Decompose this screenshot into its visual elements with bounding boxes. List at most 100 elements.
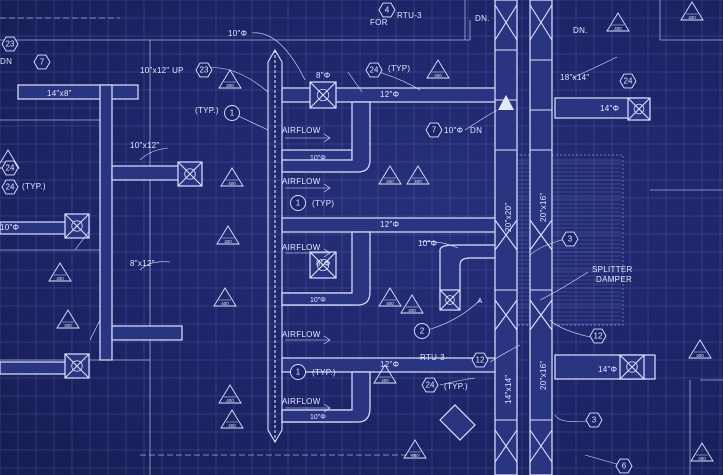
label-14-right: 14"Φ	[600, 104, 619, 113]
label-rtu3-mid: RTU-3	[420, 353, 445, 362]
diffuser-cfm-label: 400	[56, 276, 64, 281]
keynote-tag-24: 24	[1, 179, 19, 195]
label-10x12-up: 10"x12" UP	[140, 66, 184, 75]
svg-text:24: 24	[370, 66, 379, 75]
diffuser-cfm-label: 400	[688, 15, 696, 20]
diffuser-cfm-label: 400	[381, 378, 389, 383]
label-10-center: 10"Φ	[418, 239, 437, 248]
label-14x8: 14"x8"	[47, 89, 72, 98]
label-typ-b: (TYP)	[388, 64, 410, 73]
label-20x16: 20"x16"	[539, 192, 548, 222]
keynote-tag-1: 1	[290, 195, 306, 211]
diffuser-cfm-label: 400	[414, 179, 422, 184]
svg-text:7: 7	[432, 126, 437, 135]
diffuser-cfm-label: 400	[411, 453, 419, 458]
svg-text:24: 24	[6, 183, 15, 192]
svg-text:24: 24	[6, 164, 15, 173]
svg-text:23: 23	[200, 66, 209, 75]
keynote-tag-3: 3	[561, 231, 579, 247]
main-risers	[494, 0, 553, 475]
svg-text:7: 7	[40, 58, 45, 67]
keynote-tag-6: 6	[615, 458, 633, 474]
diffuser-triangle-4: 400	[213, 287, 237, 307]
keynote-tag-24: 24	[619, 73, 637, 89]
keynote-tag-23: 23	[195, 62, 213, 78]
diffuser-cfm-label: 400	[228, 181, 236, 186]
label-8-b: 8"Φ	[316, 259, 331, 268]
label-10-c: 10"Φ	[310, 414, 326, 421]
keynote-tag-24: 24	[365, 62, 383, 78]
svg-text:24: 24	[426, 381, 435, 390]
keynote-tag-7: 7	[33, 54, 51, 70]
diffuser-triangle-16: 400	[606, 12, 630, 32]
svg-text:12: 12	[594, 332, 603, 341]
label-14x14: 14"x14"	[504, 374, 513, 404]
branch-ducts	[0, 84, 656, 441]
label-dn-center: DN	[470, 126, 482, 135]
label-ref-a: A	[478, 298, 483, 305]
label-typ-e: (TYP.)	[444, 382, 468, 391]
svg-text:6: 6	[622, 462, 627, 471]
diffuser-symbols: 400 400 400 400 400 400 400 400 400 400 400 400 400 4…	[0, 1, 714, 462]
diffuser-cfm-label: 400	[221, 301, 229, 306]
keynote-tag-1: 1	[224, 105, 240, 121]
keynote-tag-24: 24	[1, 160, 19, 176]
label-typ-a: (TYP.)	[195, 106, 219, 115]
label-dn-top-right: DN.	[573, 26, 588, 35]
airflow-arrows	[285, 133, 331, 413]
label-12-a: 12"Φ	[380, 90, 399, 99]
label-20x20: 20"x20"	[504, 202, 513, 232]
label-for: FOR	[370, 18, 388, 27]
label-10-dn: 10"Φ	[444, 126, 463, 135]
keynote-tag-24: 24	[421, 377, 439, 393]
diffuser-cfm-label: 400	[226, 83, 234, 88]
diffuser-boxes	[64, 81, 651, 380]
diffuser-cfm-label: 400	[698, 456, 706, 461]
diffuser-triangle-1: 400	[218, 69, 242, 89]
label-10-b: 10"Φ	[310, 297, 326, 304]
label-dn-left: DN	[0, 57, 12, 66]
diffuser-triangle-3: 400	[216, 225, 240, 245]
label-8-a: 8"Φ	[316, 71, 331, 80]
label-12-b: 12"Φ	[380, 220, 399, 229]
diffuser-triangle-7: 400	[378, 165, 402, 185]
svg-text:3: 3	[568, 235, 573, 244]
diffuser-cfm-label: 400	[386, 301, 394, 306]
diffuser-triangle-10: 400	[373, 364, 397, 384]
diffuser-triangle-13: 400	[48, 262, 72, 282]
keynote-tag-23: 23	[1, 36, 19, 52]
svg-text:4: 4	[385, 6, 390, 15]
keynote-tag-2: 2	[414, 323, 430, 339]
diffuser-cfm-label: 400	[226, 398, 234, 403]
label-rtu3-top: RTU-3	[397, 11, 422, 20]
label-8x12: 8"x12"	[130, 259, 155, 268]
label-splitter: SPLITTER	[592, 265, 633, 274]
label-10-top: 10"Φ	[228, 29, 247, 38]
diffuser-cfm-label: 400	[408, 308, 416, 313]
airflow-label-1: AIRFLOW	[282, 126, 321, 135]
svg-text:24: 24	[624, 77, 633, 86]
svg-text:1: 1	[296, 368, 301, 377]
diffuser-triangle-20: 400	[220, 409, 244, 429]
diffuser-triangle-19: 400	[690, 442, 714, 462]
svg-text:3: 3	[592, 416, 597, 425]
diffuser-triangle-11: 400	[400, 294, 424, 314]
keynote-tag-7: 7	[425, 122, 443, 138]
airflow-label-3: AIRFLOW	[282, 243, 321, 252]
supply-trunk	[267, 48, 283, 444]
label-10-a: 10"Φ	[310, 155, 326, 162]
diffuser-cfm-label: 400	[386, 179, 394, 184]
svg-text:1: 1	[230, 109, 235, 118]
svg-text:23: 23	[6, 40, 15, 49]
keynote-tag-1: 1	[290, 364, 306, 380]
airflow-label-5: AIRFLOW	[282, 397, 321, 406]
diffuser-triangle-6: 400	[426, 59, 450, 79]
diffuser-cfm-label: 400	[228, 423, 236, 428]
label-12-c: 12"Φ	[380, 360, 399, 369]
airflow-label-4: AIRFLOW	[282, 330, 321, 339]
